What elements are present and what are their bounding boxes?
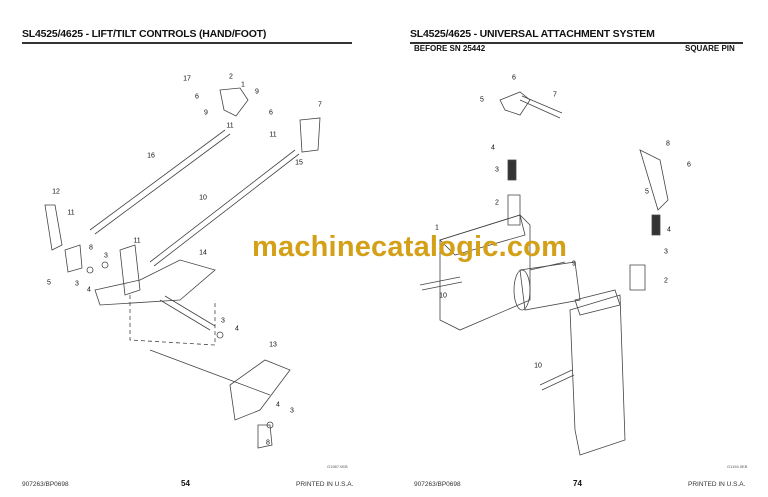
callout: 8 — [89, 244, 93, 252]
callout: 6 — [195, 93, 199, 101]
callout: 3 — [290, 407, 294, 415]
callout: 9 — [255, 88, 259, 96]
watermark: machinecatalogic.com — [252, 231, 568, 263]
right-subtitle-pin: SQUARE PIN — [685, 44, 735, 53]
attachment-diagram — [419, 91, 669, 456]
callout: 17 — [183, 75, 191, 83]
callout: 2 — [664, 277, 668, 285]
callout: 15 — [295, 159, 303, 167]
callout: 14 — [199, 249, 207, 257]
lift-tilt-diagram — [44, 87, 321, 449]
callout: 6 — [512, 74, 516, 82]
callout: 3 — [664, 248, 668, 256]
callout: 12 — [52, 188, 60, 196]
callout: 6 — [687, 161, 691, 169]
callout: 6 — [269, 109, 273, 117]
callout: 4 — [491, 144, 495, 152]
callout: 10 — [439, 292, 447, 300]
right-page-title: SL4525/4625 - UNIVERSAL ATTACHMENT SYSTE… — [410, 28, 655, 40]
right-subtitle-serial: BEFORE SN 25442 — [414, 44, 486, 53]
right-page-number: 74 — [573, 479, 582, 488]
callout: 3 — [495, 166, 499, 174]
callout: 13 — [269, 341, 277, 349]
callout: 5 — [480, 96, 484, 104]
callout: 11 — [133, 237, 141, 245]
callout: 9 — [572, 260, 576, 268]
callout: 10 — [199, 194, 207, 202]
callout: 4 — [87, 286, 91, 294]
callout: 3 — [104, 252, 108, 260]
left-printed: PRINTED IN U.S.A. — [296, 481, 354, 488]
callout: 4 — [276, 401, 280, 409]
callout: 11 — [67, 209, 75, 217]
right-figure-code: G1194.0EB — [727, 464, 748, 469]
callout: 2 — [229, 73, 233, 81]
callout: 9 — [204, 109, 208, 117]
left-page-number: 54 — [181, 479, 190, 488]
callout: 4 — [235, 325, 239, 333]
left-title-rule — [22, 42, 352, 44]
callout: 5 — [47, 279, 51, 287]
right-doc-number: 907263/BP0698 — [414, 481, 461, 488]
callout: 3 — [221, 317, 225, 325]
left-doc-number: 907263/BP0698 — [22, 481, 69, 488]
callout: 7 — [553, 91, 557, 99]
left-figure-code: G1987.0EB — [327, 464, 348, 469]
left-page-title: SL4525/4625 - LIFT/TILT CONTROLS (HAND/F… — [22, 28, 267, 40]
callout: 16 — [147, 152, 155, 160]
callout: 3 — [75, 280, 79, 288]
callout: 8 — [266, 439, 270, 447]
callout: 8 — [666, 140, 670, 148]
callout: 1 — [435, 224, 439, 232]
callout: 7 — [318, 101, 322, 109]
callout: 11 — [226, 122, 234, 130]
callout: 2 — [495, 199, 499, 207]
callout: 10 — [534, 362, 542, 370]
callout: 1 — [241, 81, 245, 89]
right-printed: PRINTED IN U.S.A. — [688, 481, 746, 488]
callout: 11 — [269, 131, 277, 139]
callout: 4 — [667, 226, 671, 234]
callout: 5 — [645, 188, 649, 196]
right-title-rule — [410, 42, 743, 44]
